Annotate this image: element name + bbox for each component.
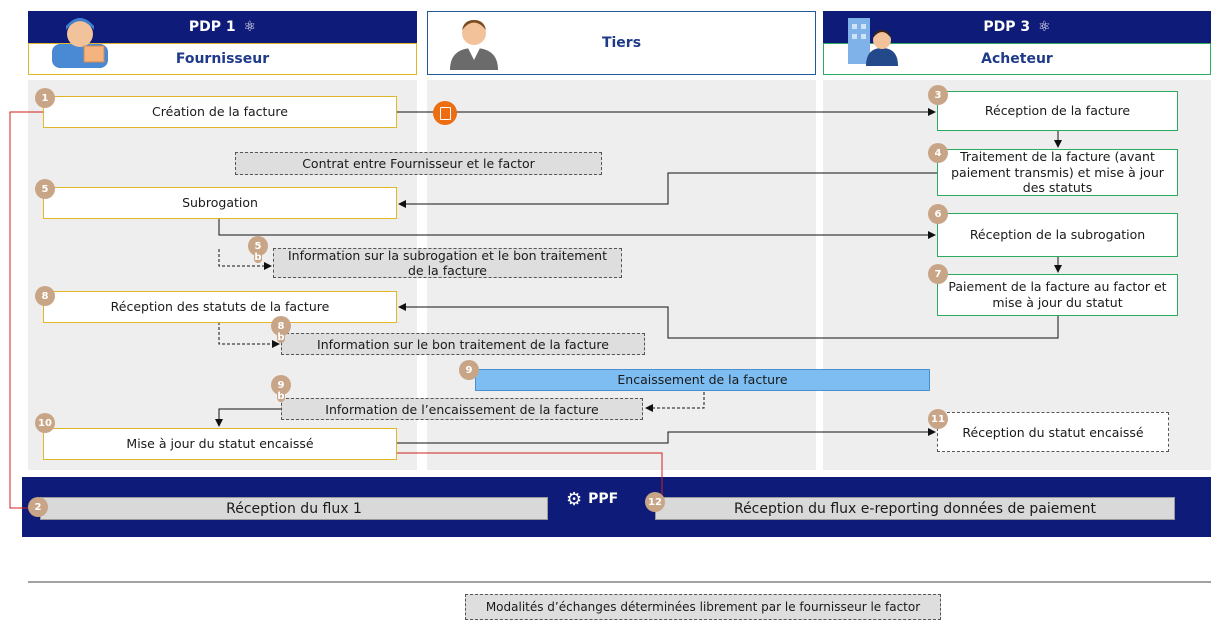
- step-3-badge: 3: [928, 85, 948, 105]
- step-5-box: Subrogation: [43, 187, 397, 219]
- step-6-badge: 6: [928, 204, 948, 224]
- pdp3-subtitle: Acheteur: [981, 51, 1053, 67]
- contract-box: Contrat entre Fournisseur et le factor: [235, 152, 602, 175]
- pdp1-header-subtitle: Fournisseur: [28, 43, 417, 75]
- step-7-box: Paiement de la facture au factor et mise…: [937, 274, 1178, 316]
- step-7-badge: 7: [928, 264, 948, 284]
- step-6-label: Réception de la subrogation: [969, 227, 1146, 243]
- step-9-badge: 9: [459, 360, 479, 380]
- contract-label: Contrat entre Fournisseur et le factor: [302, 156, 535, 171]
- atom-icon: ⚛: [243, 19, 257, 35]
- step-2-label: Réception du flux 1: [226, 500, 362, 517]
- step-9-label: Encaissement de la facture: [617, 372, 788, 388]
- step-11-label: Réception du statut encaissé: [962, 424, 1144, 440]
- step-11-box: Réception du statut encaissé: [937, 412, 1169, 452]
- step-4-badge: 4: [928, 143, 948, 163]
- step-2-badge: 2: [28, 497, 48, 517]
- step-8b-label: Information sur le bon traitement de la …: [317, 336, 609, 352]
- step-1-box: Création de la facture: [43, 96, 397, 128]
- step-10-box: Mise à jour du statut encaissé: [43, 428, 397, 460]
- pdp3-header-title: PDP 3 ⚛: [823, 11, 1211, 43]
- step-12-badge: 12: [645, 492, 665, 512]
- invoice-icon: [433, 101, 457, 125]
- step-2-box: Réception du flux 1: [40, 497, 548, 520]
- step-9b-label: Information de l’encaissement de la fact…: [325, 401, 599, 417]
- step-9-box: Encaissement de la facture: [475, 369, 930, 391]
- step-8-label: Réception des statuts de la facture: [110, 299, 330, 315]
- step-4-box: Traitement de la facture (avant paiement…: [937, 149, 1178, 196]
- legend-label: Modalités d’échanges déterminées libreme…: [485, 599, 921, 614]
- step-8-badge: 8: [35, 286, 55, 306]
- pdp1-title: PDP 1: [188, 19, 236, 35]
- step-6-box: Réception de la subrogation: [937, 213, 1178, 257]
- step-3-box: Réception de la facture: [937, 91, 1178, 131]
- step-10-label: Mise à jour du statut encaissé: [126, 436, 314, 452]
- step-8b-box: Information sur le bon traitement de la …: [281, 333, 645, 355]
- step-12-label: Réception du flux e-reporting données de…: [733, 500, 1097, 517]
- pdp3-header-subtitle: Acheteur: [823, 43, 1211, 75]
- step-12-box: Réception du flux e-reporting données de…: [655, 497, 1175, 520]
- ppf-label: PPF: [588, 491, 619, 507]
- pdp1-header-title: PDP 1 ⚛: [28, 11, 417, 43]
- step-1-badge: 1: [35, 88, 55, 108]
- step-3-label: Réception de la facture: [984, 103, 1131, 119]
- step-5b-box: Information sur la subrogation et le bon…: [273, 248, 622, 278]
- step-7-label: Paiement de la facture au factor et mise…: [948, 279, 1167, 310]
- pdp1-subtitle: Fournisseur: [175, 51, 270, 67]
- step-9b-box: Information de l’encaissement de la fact…: [281, 398, 643, 420]
- step-10-badge: 10: [35, 413, 55, 433]
- step-9b-badge: 9 b: [271, 375, 291, 403]
- step-8b-badge: 8 b: [271, 316, 291, 344]
- step-4-label: Traitement de la facture (avant paiement…: [951, 149, 1164, 196]
- step-1-label: Création de la facture: [152, 104, 288, 120]
- ppf-network-icon: ⚙: [566, 488, 583, 510]
- step-8-box: Réception des statuts de la facture: [43, 291, 397, 323]
- pdp3-title: PDP 3: [983, 19, 1031, 35]
- step-11-badge: 11: [928, 409, 948, 429]
- legend-box: Modalités d’échanges déterminées libreme…: [465, 594, 941, 620]
- step-5b-badge: 5 b: [248, 236, 268, 264]
- step-5-badge: 5: [35, 179, 55, 199]
- tiers-title: Tiers: [601, 35, 642, 51]
- ppf-title: ⚙ PPF: [566, 485, 658, 513]
- tiers-header: Tiers: [427, 11, 816, 75]
- atom-icon: ⚛: [1038, 19, 1051, 35]
- step-5-label: Subrogation: [182, 195, 258, 211]
- step-5b-label: Information sur la subrogation et le bon…: [287, 248, 607, 278]
